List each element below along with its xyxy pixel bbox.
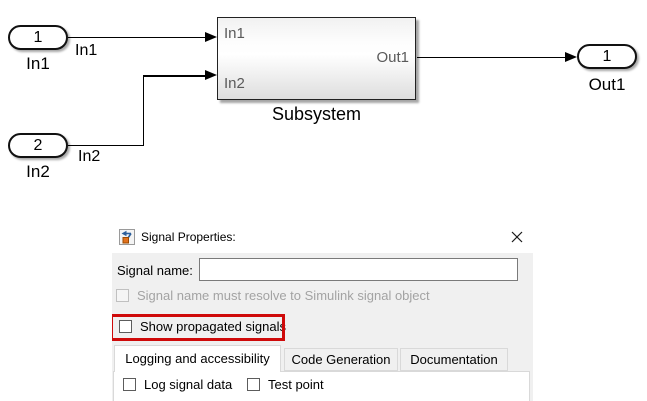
dialog-title: Signal Properties: — [141, 230, 236, 244]
inport2-number: 2 — [33, 136, 43, 154]
signal-wire-in2-vertical[interactable] — [142, 75, 144, 146]
signal-wire-out1[interactable] — [417, 56, 566, 58]
signal-wire-in2-horizontal[interactable] — [68, 144, 144, 146]
subsystem-name-label: Subsystem — [271, 104, 362, 124]
signal-wire-in1[interactable] — [68, 36, 206, 38]
subsystem-port-out1: Out1 — [376, 49, 409, 66]
test-point-checkbox[interactable] — [247, 378, 260, 391]
signal-properties-icon — [119, 229, 135, 245]
wire-label-in2[interactable]: In2 — [78, 148, 101, 165]
inport-block-in2[interactable]: 2 — [8, 133, 68, 158]
signal-name-label: Signal name: — [117, 263, 193, 278]
outport-name-label: Out1 — [588, 75, 626, 94]
wire-arrowhead-out1 — [565, 51, 577, 62]
inport1-number: 1 — [33, 28, 43, 46]
wire-label-in1[interactable]: In1 — [75, 42, 98, 59]
resolve-signal-checkbox — [116, 289, 129, 302]
inport2-name-label: In2 — [26, 162, 50, 181]
outport-block-out1[interactable]: 1 — [577, 44, 637, 69]
test-point-label[interactable]: Test point — [268, 377, 324, 392]
inport1-name-label: In1 — [26, 54, 50, 73]
signal-wire-in2-upper[interactable] — [143, 75, 206, 77]
log-signal-data-checkbox[interactable] — [123, 378, 136, 391]
wire-arrowhead-in2 — [205, 70, 217, 80]
tab-logging-and-accessibility[interactable]: Logging and accessibility — [114, 345, 281, 372]
logging-tab-panel: Log signal data Test point — [113, 371, 530, 401]
signal-properties-dialog: Signal Properties: Signal name: Signal n… — [112, 222, 533, 401]
show-propagated-label[interactable]: Show propagated signals — [140, 319, 286, 334]
wire-arrowhead-in1 — [205, 31, 217, 42]
tab-documentation[interactable]: Documentation — [400, 348, 508, 371]
outport-number: 1 — [602, 47, 612, 65]
dialog-titlebar[interactable]: Signal Properties: — [112, 222, 533, 253]
signal-name-input[interactable] — [199, 258, 518, 281]
subsystem-block[interactable]: In1 In2 Out1 — [217, 17, 416, 100]
subsystem-port-in1: In1 — [224, 25, 245, 42]
subsystem-port-in2: In2 — [224, 75, 245, 92]
show-propagated-checkbox[interactable] — [119, 320, 132, 333]
inport-block-in1[interactable]: 1 — [8, 25, 68, 50]
tab-code-generation[interactable]: Code Generation — [284, 348, 398, 371]
close-icon[interactable] — [507, 227, 527, 247]
resolve-signal-label: Signal name must resolve to Simulink sig… — [137, 288, 430, 303]
log-signal-data-label[interactable]: Log signal data — [144, 377, 233, 392]
